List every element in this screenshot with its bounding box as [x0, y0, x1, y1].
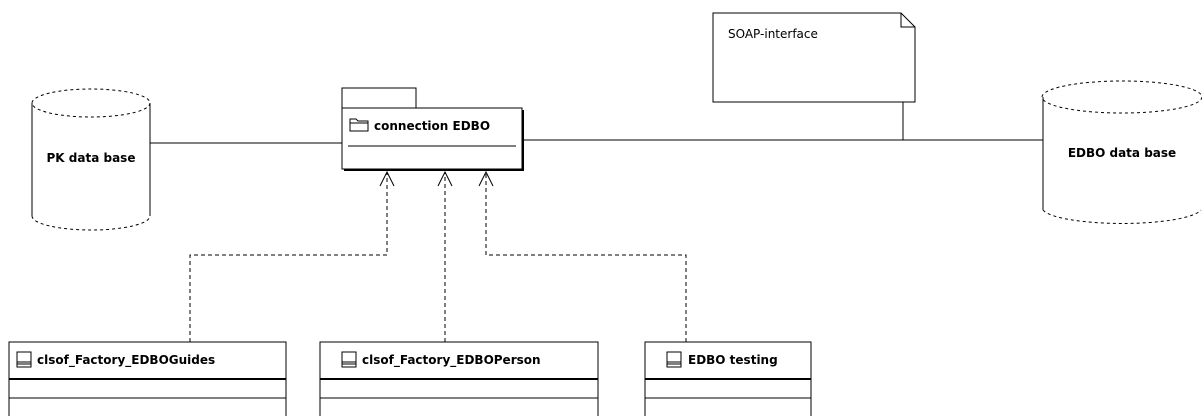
- pk-database-label: PK data base: [47, 151, 136, 165]
- edbo-database[interactable]: EDBO data base: [1041, 80, 1202, 225]
- class-icon: [341, 351, 357, 368]
- folder-icon: [349, 118, 369, 132]
- package-label: connection EDBO: [374, 119, 490, 133]
- dependency-testing-arrow: [478, 170, 687, 342]
- class-edbo-person[interactable]: clsof_Factory_EDBOPerson: [319, 341, 599, 416]
- class-edbo-testing-label: EDBO testing: [688, 353, 778, 367]
- class-edbo-guides-label: clsof_Factory_EDBOGuides: [37, 353, 215, 368]
- soap-interface-note[interactable]: SOAP-interface: [712, 12, 916, 103]
- connection-edbo-package[interactable]: connection EDBO: [341, 87, 524, 171]
- soap-interface-text: SOAP-interface: [728, 27, 818, 41]
- class-icon: [666, 351, 682, 368]
- class-icon: [16, 351, 32, 368]
- class-edbo-testing[interactable]: EDBO testing: [644, 341, 812, 416]
- pk-database[interactable]: PK data base: [31, 88, 151, 231]
- dependency-person-arrow: [437, 170, 453, 342]
- edbo-database-label: EDBO data base: [1068, 146, 1176, 160]
- class-edbo-guides[interactable]: clsof_Factory_EDBOGuides: [8, 341, 287, 416]
- class-edbo-person-label: clsof_Factory_EDBOPerson: [362, 353, 541, 368]
- dependency-guides-arrow: [189, 170, 395, 342]
